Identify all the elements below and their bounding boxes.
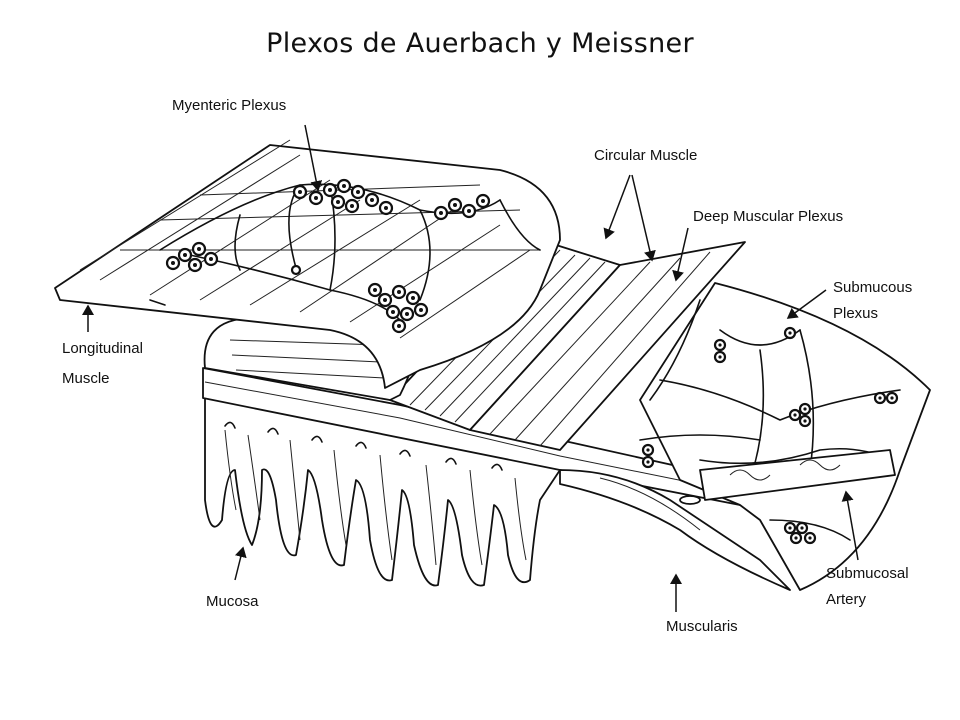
myenteric-ganglia: [165, 178, 491, 334]
mucosa-villi: [204, 389, 561, 587]
diagram-title: Plexos de Auerbach y Meissner: [266, 28, 694, 59]
label-submucous: Submucous: [833, 279, 912, 296]
label-mucosa: Mucosa: [206, 593, 259, 610]
longitudinal-muscle-sheet: [54, 139, 561, 389]
muscle-layers: [202, 239, 746, 506]
pointer-lines: [82, 124, 859, 612]
label-myenteric-plexus: Myenteric Plexus: [172, 97, 286, 114]
label-artery: Artery: [826, 591, 867, 608]
label-longitudinal: Longitudinal: [62, 340, 143, 357]
label-muscularis: Muscularis: [666, 618, 738, 635]
label-deep-muscular-plexus: Deep Muscular Plexus: [693, 208, 843, 225]
submucosa-region: [639, 282, 931, 591]
label-muscle: Muscle: [62, 370, 110, 387]
label-plexus: Plexus: [833, 305, 878, 322]
label-circular-muscle: Circular Muscle: [594, 147, 697, 164]
label-submucosal: Submucosal: [826, 565, 909, 582]
muscularis-sheet: [559, 469, 791, 591]
